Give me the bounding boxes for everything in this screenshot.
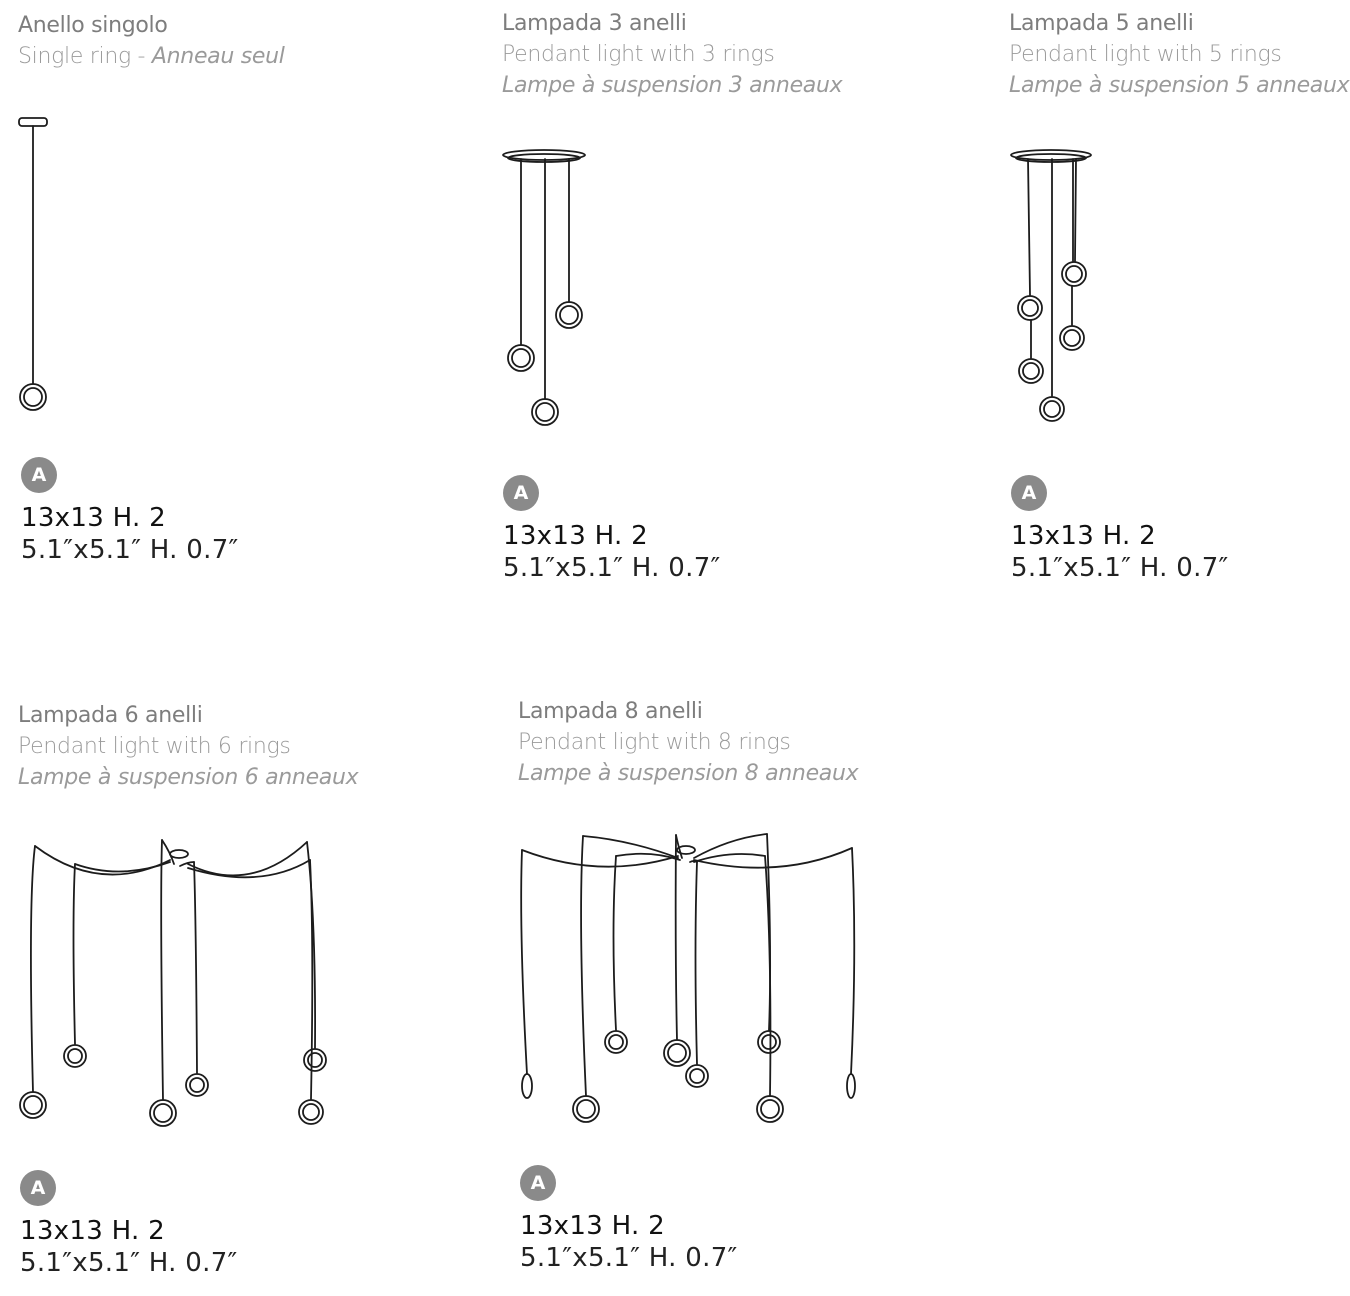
product-3-rings: Lampada 3 anelli Pendant light with 3 ri… [502,8,843,101]
product-single-ring: Anello singolo Single ring - Anneau seul [18,10,285,72]
subtitle-en: Pendant light with 6 rings [18,734,291,759]
product-title: Lampada 8 anelli [518,699,703,724]
product-title: Lampada 5 anelli [1009,11,1194,36]
subtitle-en: Single ring - [18,44,152,69]
subtitle-fr-inline: Anneau seul [151,44,285,69]
subtitle-fr: Lampe à suspension 6 anneaux [18,765,359,790]
size-badge: A [1011,475,1047,511]
dimensions-cm: 13x13 H. 2 [21,503,166,533]
product-title: Lampada 3 anelli [502,11,687,36]
product-title: Lampada 6 anelli [18,703,203,728]
subtitle-fr: Lampe à suspension 5 anneaux [1009,73,1350,98]
dimensions-inches: 5.1″x5.1″ H. 0.7″ [21,535,239,565]
size-badge: A [20,1170,56,1206]
dimensions-cm: 13x13 H. 2 [503,521,648,551]
product-8-rings: Lampada 8 anelli Pendant light with 8 ri… [518,696,859,789]
spec-block: A 13x13 H. 2 5.1″x5.1″ H. 0.7″ [520,1165,738,1273]
size-badge: A [21,457,57,493]
product-6-rings: Lampada 6 anelli Pendant light with 6 ri… [18,700,359,793]
dimensions-inches: 5.1″x5.1″ H. 0.7″ [503,553,721,583]
subtitle-en: Pendant light with 8 rings [518,730,791,755]
spec-block: A 13x13 H. 2 5.1″x5.1″ H. 0.7″ [503,475,721,583]
dimensions-cm: 13x13 H. 2 [1011,521,1156,551]
spec-block: A 13x13 H. 2 5.1″x5.1″ H. 0.7″ [1011,475,1229,583]
subtitle-en: Pendant light with 3 rings [502,42,775,67]
dimensions-cm: 13x13 H. 2 [20,1216,165,1246]
pendant-3-rings-icon [502,149,586,426]
subtitle-fr: Lampe à suspension 8 anneaux [518,761,859,786]
dimensions-inches: 5.1″x5.1″ H. 0.7″ [1011,553,1229,583]
size-badge: A [520,1165,556,1201]
subtitle-fr: Lampe à suspension 3 anneaux [502,73,843,98]
size-badge: A [503,475,539,511]
spec-block: A 13x13 H. 2 5.1″x5.1″ H. 0.7″ [21,457,239,565]
dimensions-inches: 5.1″x5.1″ H. 0.7″ [520,1243,738,1273]
dimensions-cm: 13x13 H. 2 [520,1211,665,1241]
dimensions-inches: 5.1″x5.1″ H. 0.7″ [20,1248,238,1278]
pendant-5-rings-icon [1010,149,1092,422]
product-subtitle: Single ring - Anneau seul [18,41,285,72]
pendant-6-rings-icon [19,839,327,1127]
subtitle-en: Pendant light with 5 rings [1009,42,1282,67]
spec-block: A 13x13 H. 2 5.1″x5.1″ H. 0.7″ [20,1170,238,1278]
product-5-rings: Lampada 5 anelli Pendant light with 5 ri… [1009,8,1350,101]
pendant-single-ring-icon [18,117,48,411]
product-title: Anello singolo [18,13,168,38]
pendant-8-rings-icon [520,833,856,1123]
